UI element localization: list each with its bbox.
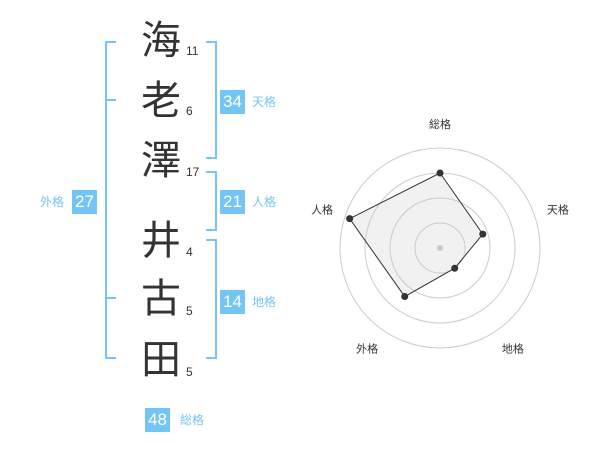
chikaku-bracket bbox=[206, 239, 217, 359]
surname-strokes-1: 11 bbox=[186, 44, 199, 58]
surname-char-2: 老 bbox=[141, 78, 181, 124]
given-strokes-3: 5 bbox=[186, 365, 193, 379]
jinkaku-label: 人格 bbox=[252, 195, 277, 209]
radar-polygon bbox=[348, 172, 484, 298]
surname-strokes-2: 6 bbox=[186, 104, 193, 118]
gaikaku-label: 外格 bbox=[40, 195, 65, 209]
given-char-2: 古 bbox=[141, 276, 181, 322]
radar-axis-label-4: 外格 bbox=[356, 341, 378, 355]
radar-axis-label-1: 総格 bbox=[429, 117, 451, 131]
radar-axis-label-5: 人格 bbox=[311, 203, 333, 217]
radar-axis-label-3: 地格 bbox=[502, 341, 524, 355]
soukaku-label: 総格 bbox=[180, 413, 205, 427]
given-strokes-1: 4 bbox=[186, 245, 193, 259]
surname-char-3: 澤 bbox=[141, 138, 181, 184]
chikaku-label: 地格 bbox=[252, 295, 277, 309]
jinkaku-value: 21 bbox=[220, 190, 245, 214]
tenkaku-bracket bbox=[206, 41, 217, 159]
radar-center bbox=[437, 245, 443, 251]
chikaku-value: 14 bbox=[220, 290, 245, 314]
surname-char-1: 海 bbox=[141, 18, 181, 64]
radar-ring-1 bbox=[414, 222, 466, 274]
given-char-1: 井 bbox=[141, 218, 181, 264]
radar-axis-label-2: 天格 bbox=[547, 203, 569, 217]
radar-point-2 bbox=[479, 230, 487, 238]
radar-ring-2 bbox=[389, 197, 491, 299]
radar-point-4 bbox=[401, 293, 409, 301]
soukaku-value: 48 bbox=[145, 408, 170, 432]
jinkaku-bracket bbox=[206, 171, 217, 231]
tenkaku-value: 34 bbox=[220, 90, 245, 114]
radar-point-1 bbox=[436, 169, 444, 177]
radar-points bbox=[346, 169, 487, 301]
tenkaku-label: 天格 bbox=[252, 95, 277, 109]
radar-ring-4 bbox=[339, 147, 541, 349]
given-char-3: 田 bbox=[141, 337, 181, 383]
radar-rings bbox=[339, 147, 541, 349]
gaikaku-bracket bbox=[105, 41, 116, 359]
radar-point-3 bbox=[451, 264, 459, 272]
gaikaku-value: 27 bbox=[72, 190, 97, 214]
surname-strokes-3: 17 bbox=[186, 165, 200, 179]
radar-point-5 bbox=[346, 215, 354, 223]
given-strokes-2: 5 bbox=[186, 304, 193, 318]
